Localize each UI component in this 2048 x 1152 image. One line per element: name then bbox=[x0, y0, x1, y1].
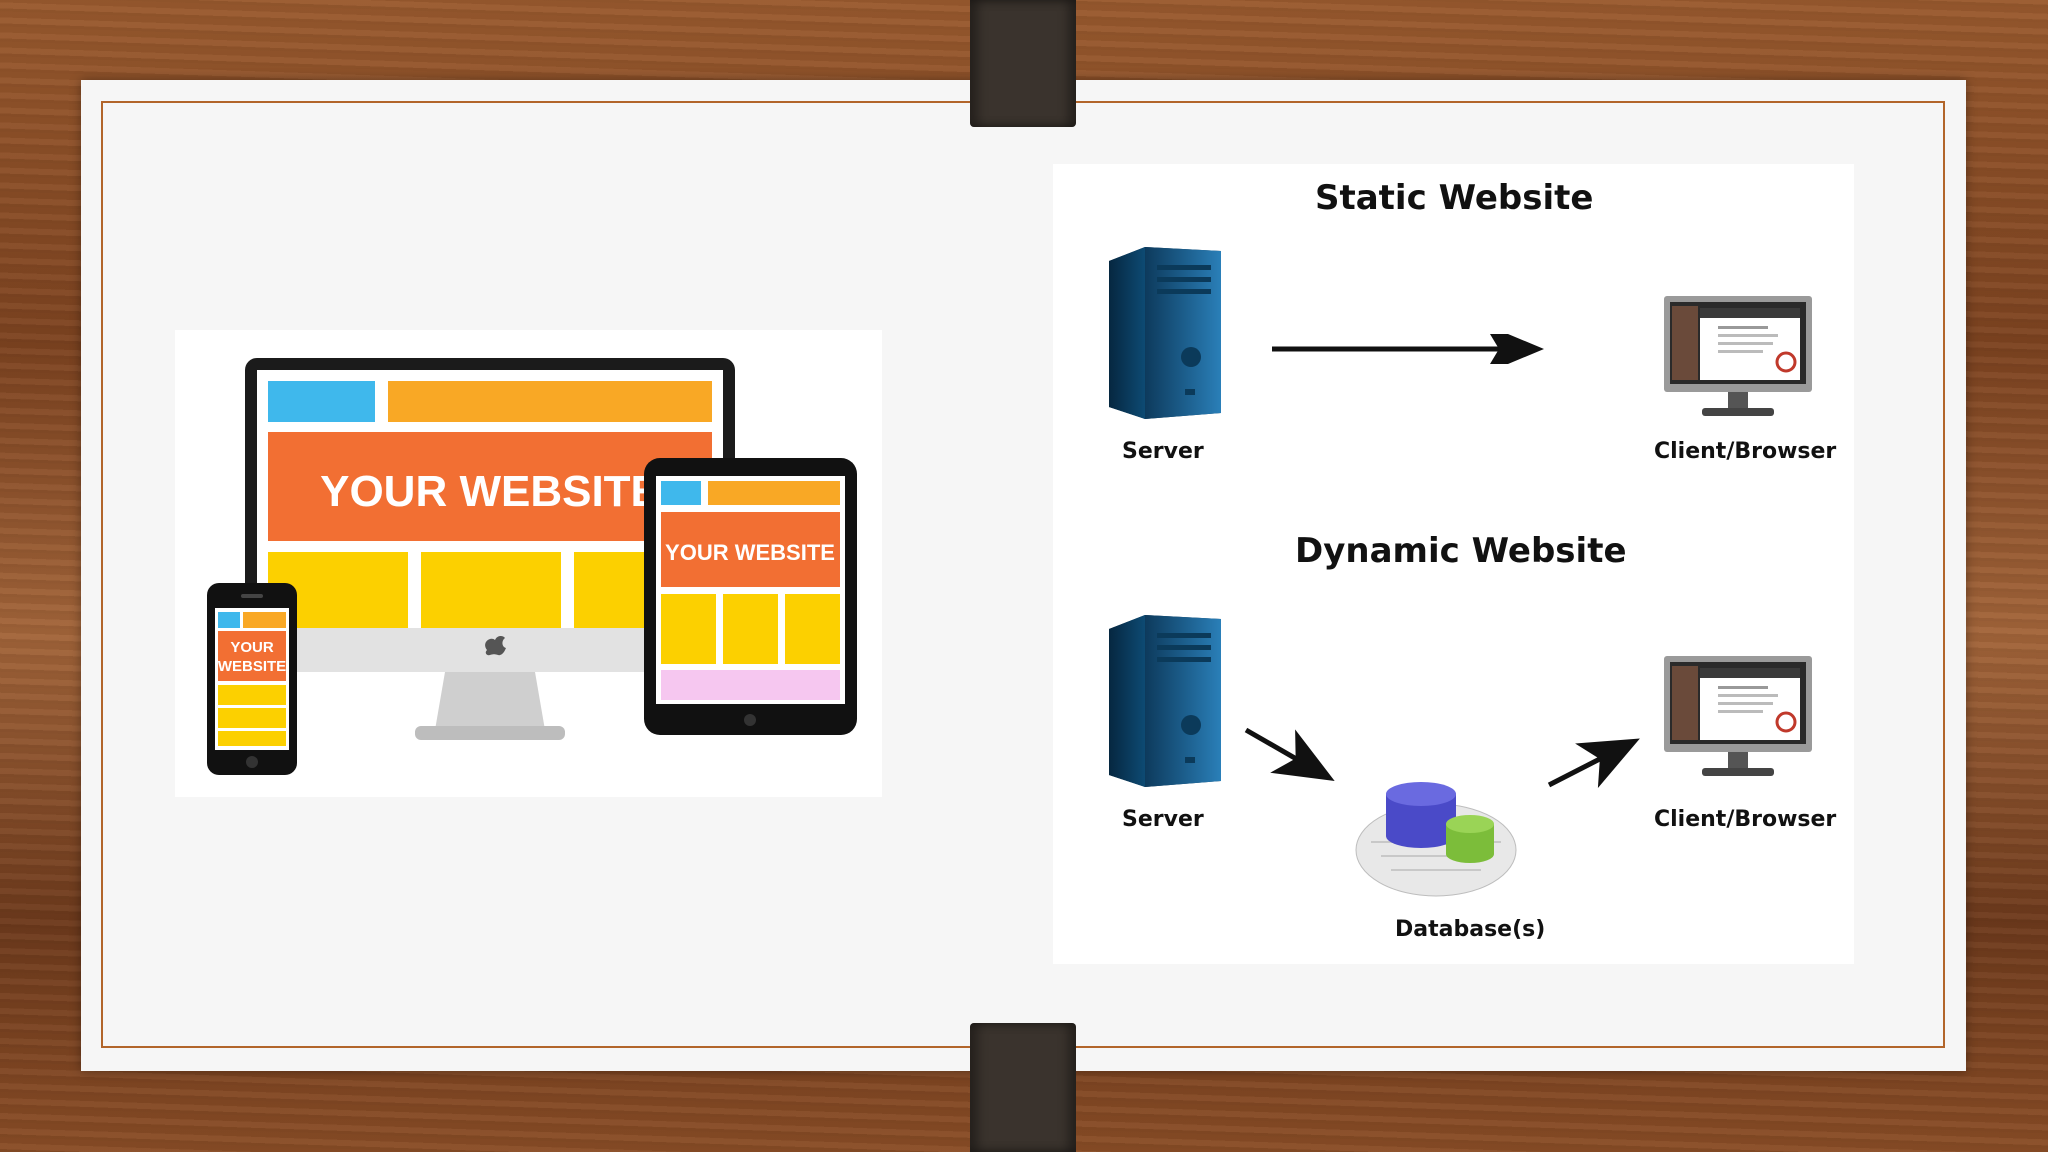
devices-illustration: YOUR WEBSITE YOUR WEBSITE bbox=[207, 358, 857, 775]
dynamic-website-title: Dynamic Website bbox=[1295, 531, 1627, 571]
static-arrow bbox=[1272, 334, 1544, 364]
dynamic-server-icon bbox=[1109, 615, 1221, 787]
dynamic-server-label: Server bbox=[1122, 807, 1204, 832]
static-client-monitor-icon bbox=[1664, 296, 1812, 416]
static-website-title: Static Website bbox=[1315, 178, 1594, 218]
static-server-label: Server bbox=[1122, 439, 1204, 464]
responsive-devices-image: YOUR WEBSITE YOUR WEBSITE bbox=[175, 330, 882, 797]
desktop-website-text: YOUR WEBSITE bbox=[320, 467, 660, 516]
database-label: Database(s) bbox=[1395, 917, 1546, 942]
dynamic-client-label: Client/Browser bbox=[1654, 807, 1837, 832]
database-icon bbox=[1355, 782, 1517, 897]
tablet-device: YOUR WEBSITE bbox=[644, 458, 857, 735]
server-to-database-arrow bbox=[1244, 727, 1335, 781]
database-to-client-arrow bbox=[1547, 738, 1640, 789]
binder-clip-bottom bbox=[970, 1023, 1076, 1152]
tablet-website-text: YOUR WEBSITE bbox=[665, 540, 835, 565]
binder-clip-top bbox=[970, 0, 1076, 127]
phone-website-text-line2: WEBSITE bbox=[218, 658, 286, 675]
static-server-icon bbox=[1109, 247, 1221, 419]
static-client-label: Client/Browser bbox=[1654, 439, 1837, 464]
phone-website-text-line1: YOUR bbox=[230, 639, 274, 656]
website-diagram: Static Website Server Client/Browser Dyn… bbox=[1053, 164, 1854, 964]
phone-device: YOUR WEBSITE bbox=[207, 583, 297, 775]
apple-logo-icon bbox=[485, 635, 506, 656]
dynamic-client-monitor-icon bbox=[1664, 656, 1812, 776]
desktop-monitor: YOUR WEBSITE bbox=[245, 358, 735, 740]
